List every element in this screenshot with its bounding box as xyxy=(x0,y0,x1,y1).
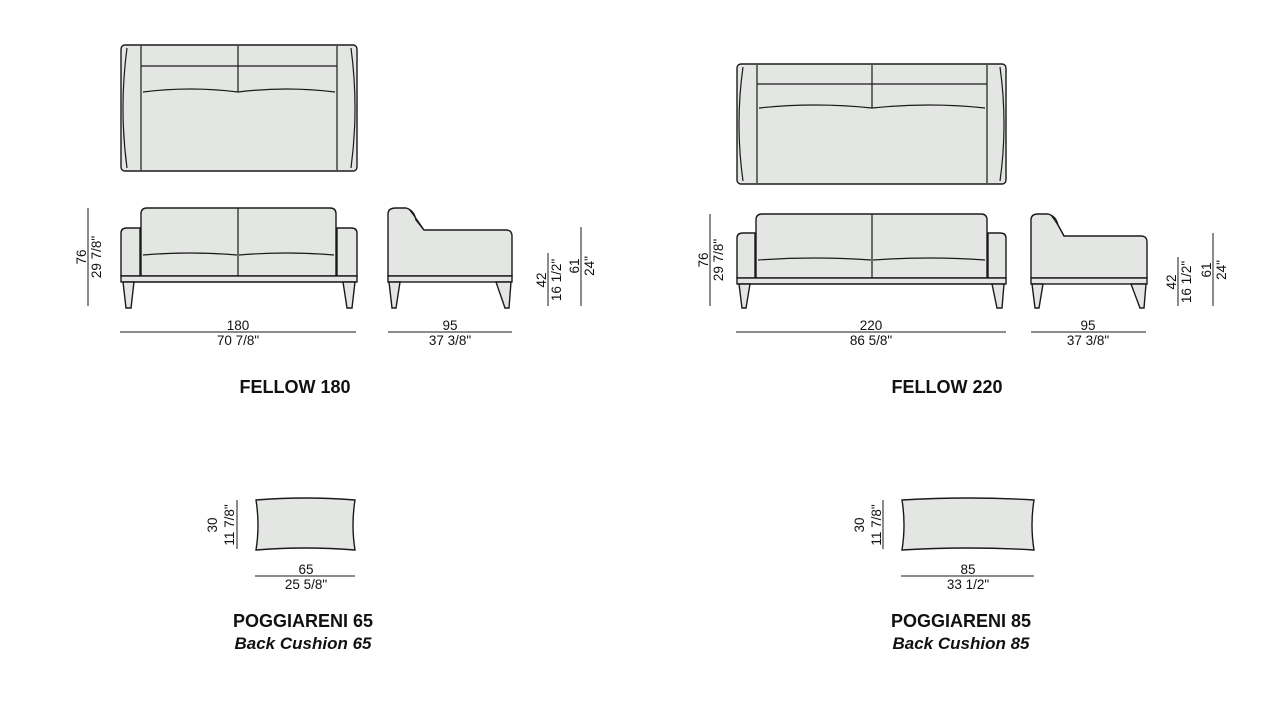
fellow-180-width-cm: 180 xyxy=(227,318,250,333)
cushion-85-width-in: 33 1/2" xyxy=(947,577,990,592)
fellow-180-depth-in: 37 3/8" xyxy=(429,333,472,348)
cushion-85-dimension-labels: 30 11 7/8" 85 33 1/2" xyxy=(852,504,989,592)
fellow-220-front-view xyxy=(736,213,1007,309)
cushion-85-height-in: 11 7/8" xyxy=(869,504,884,546)
cushion-85-title: POGGIARENI 85 xyxy=(890,611,1032,631)
cushion-65-dimension-labels: 30 11 7/8" 65 25 5/8" xyxy=(205,504,327,592)
fellow-220-arm-cm: 61 xyxy=(1199,262,1214,277)
fellow-180-width-in: 70 7/8" xyxy=(217,333,260,348)
fellow-180-top-view xyxy=(120,44,358,172)
fellow-180-dimension-labels: 76 29 7/8" 180 70 7/8" 95 37 3/8" 42 16 … xyxy=(74,236,597,348)
cushion-65-height-in: 11 7/8" xyxy=(222,504,237,546)
cushion-85-dimension-lines xyxy=(882,500,1034,577)
cushion-65-height-cm: 30 xyxy=(205,517,220,532)
fellow-220-dimension-labels: 76 29 7/8" 220 86 5/8" 95 37 3/8" 42 16 … xyxy=(696,239,1229,348)
fellow-220-height-in: 29 7/8" xyxy=(711,239,726,282)
fellow-220-height-cm: 76 xyxy=(696,252,711,267)
fellow-220-depth-cm: 95 xyxy=(1080,318,1095,333)
cushion-65-width-cm: 65 xyxy=(298,562,313,577)
fellow-180-title: FELLOW 180 xyxy=(239,377,351,397)
fellow-180-height-cm: 76 xyxy=(74,249,89,264)
fellow-180-dimension-lines xyxy=(87,208,582,333)
fellow-180-depth-cm: 95 xyxy=(442,318,457,333)
fellow-180-arm-in: 24" xyxy=(582,256,597,276)
fellow-220-side-view xyxy=(1030,213,1148,309)
fellow-220-seat-in: 16 1/2" xyxy=(1179,261,1194,304)
cushion-65-subtitle: Back Cushion 65 xyxy=(234,634,372,653)
fellow-220-seat-cm: 42 xyxy=(1164,274,1179,289)
fellow-220-depth-in: 37 3/8" xyxy=(1067,333,1110,348)
cushion-85-height-cm: 30 xyxy=(852,517,867,532)
cushion-85-subtitle: Back Cushion 85 xyxy=(892,634,1030,653)
fellow-180-seat-in: 16 1/2" xyxy=(549,259,564,302)
cushion-65-dimension-lines xyxy=(236,500,355,577)
fellow-180-height-in: 29 7/8" xyxy=(89,236,104,279)
cushion-65-title: POGGIARENI 65 xyxy=(232,611,374,631)
fellow-220-width-in: 86 5/8" xyxy=(850,333,893,348)
fellow-220-arm-in: 24" xyxy=(1214,260,1229,280)
fellow-180-arm-cm: 61 xyxy=(567,258,582,273)
fellow-220-top-view xyxy=(736,63,1007,185)
fellow-180-side-view xyxy=(387,207,513,309)
fellow-180-seat-cm: 42 xyxy=(534,272,549,287)
cushion-85-drawing xyxy=(901,497,1035,551)
fellow-180-front-view xyxy=(120,207,358,309)
cushion-85-width-cm: 85 xyxy=(960,562,975,577)
fellow-220-width-cm: 220 xyxy=(860,318,883,333)
fellow-220-dimension-lines xyxy=(709,214,1214,333)
cushion-65-drawing xyxy=(255,497,356,551)
fellow-220-title: FELLOW 220 xyxy=(891,377,1003,397)
cushion-65-width-in: 25 5/8" xyxy=(285,577,328,592)
